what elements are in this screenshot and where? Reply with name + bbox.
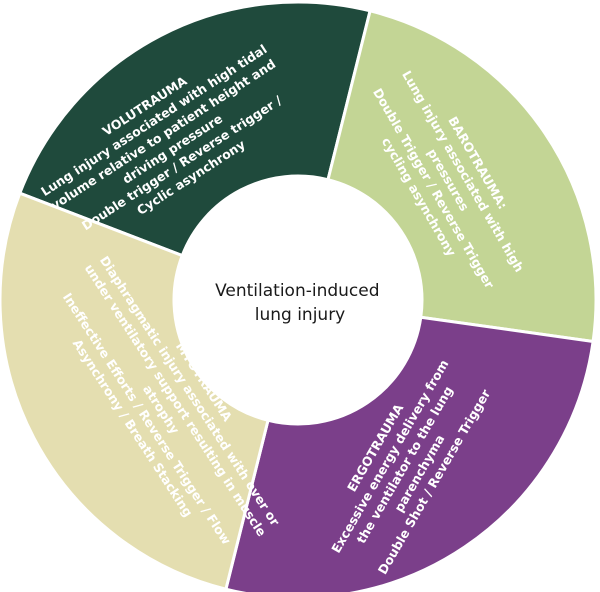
center-label-line-2: lung injury — [255, 305, 346, 325]
center-label: Ventilation-induced lung injury — [215, 281, 385, 325]
center-label-line-1: Ventilation-induced — [215, 281, 379, 301]
center-circle — [174, 176, 422, 424]
